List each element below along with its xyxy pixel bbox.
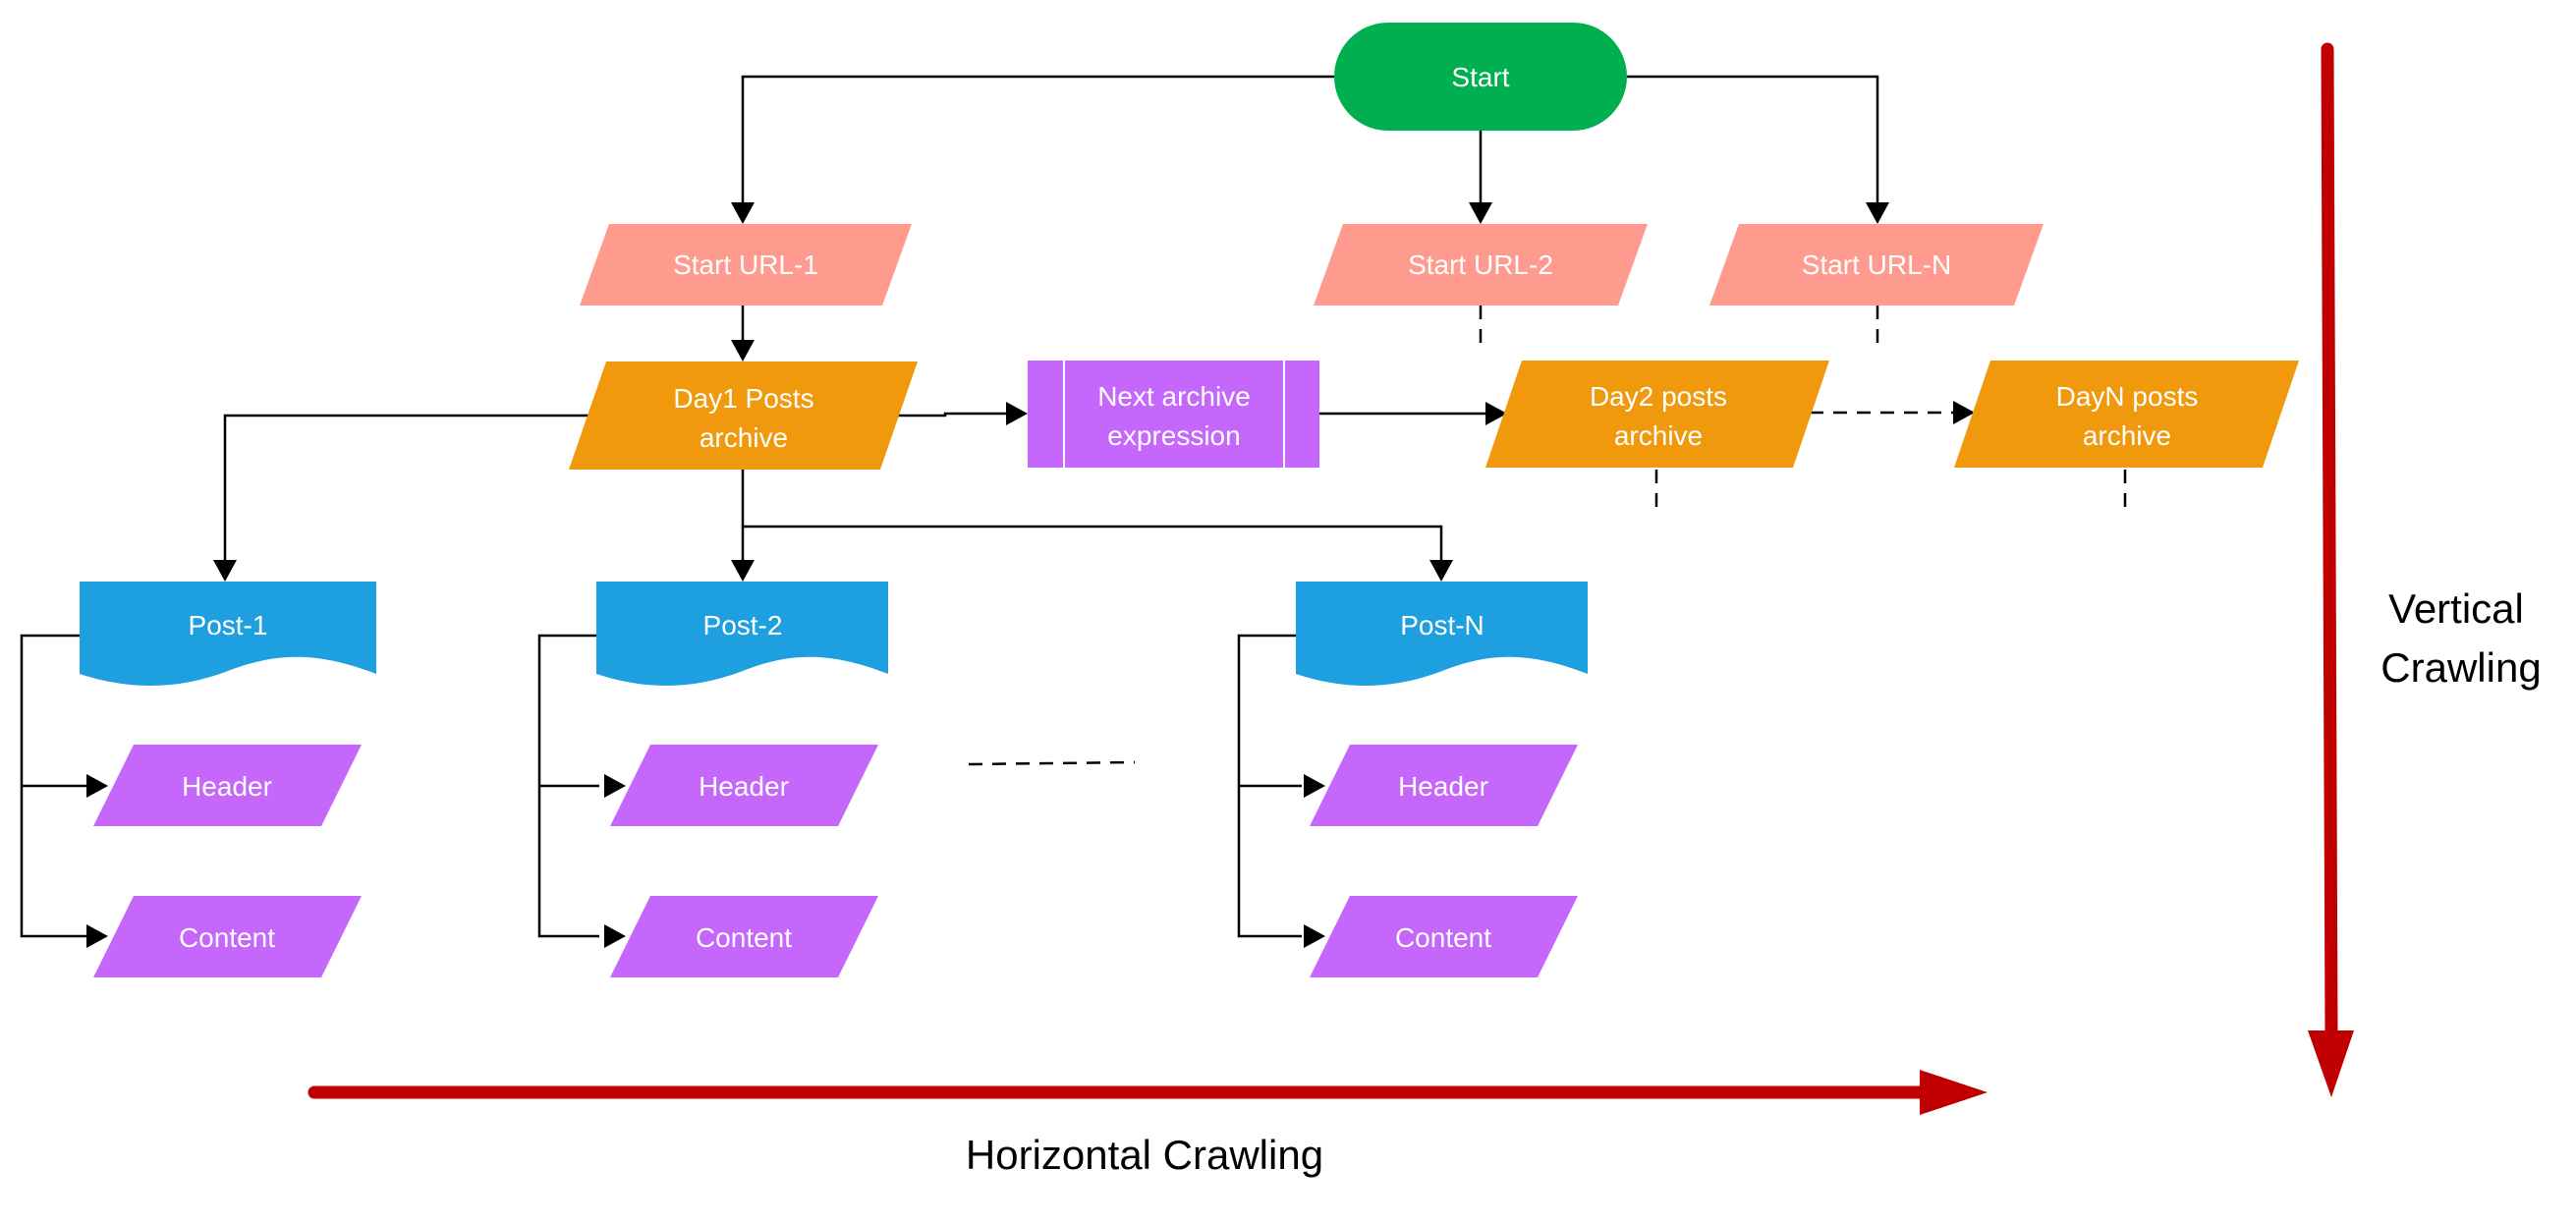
arrowhead-icon [1866,202,1889,224]
start-url-node-1[interactable]: Start URL-1 [580,224,912,306]
vertical-crawling-label-line2: Crawling [2380,644,2541,691]
content-label: Content [1395,922,1491,953]
vertical-arrowhead-icon [2308,1030,2354,1097]
vertical-crawling-label-line1: Vertical [2388,585,2524,632]
archive-label-line1: Day1 Posts [673,383,813,414]
next-archive-label-line1: Next archive [1097,381,1251,412]
archive-shape [569,362,918,470]
archive-shape [1954,361,2299,468]
start-node[interactable]: Start [1334,23,1627,131]
arrowhead-icon [1304,924,1325,948]
arrowhead-icon [86,924,108,948]
post-document-shape [596,582,888,687]
content-shape [610,896,878,977]
start-url-label: Start URL-N [1802,250,1951,280]
content-node-postn[interactable]: Content [1310,896,1578,977]
arrowhead-icon [731,560,755,582]
connectors [20,75,2127,948]
arrowhead-icon [213,560,237,582]
next-archive-node[interactable]: Next archive expression [1028,361,1319,468]
archive-label-line2: archive [700,422,788,453]
arrowhead-icon [86,774,108,798]
post-label: Post-N [1400,610,1484,640]
archive-node-day1[interactable]: Day1 Posts archive [569,362,918,470]
arrowhead-icon [731,340,755,362]
connector-day1-to-post1 [223,414,595,562]
archive-label-line2: archive [1614,420,1703,451]
header-shape [93,745,362,826]
header-label: Header [699,771,789,802]
arrowhead-icon [1953,401,1975,424]
content-shape [93,896,362,977]
header-node-post2[interactable]: Header [610,745,878,826]
start-url-shape [1314,224,1648,306]
arrowhead-icon [1006,402,1028,425]
horizontal-crawling-arrow [308,1070,1988,1115]
connector-day1-to-next [889,412,1008,417]
arrowhead-icon [1304,774,1325,798]
header-label: Header [1398,771,1488,802]
arrowhead-icon [604,924,626,948]
start-url-node-n[interactable]: Start URL-N [1709,224,2044,306]
arrowhead-icon [1469,202,1492,224]
post-label: Post-2 [703,610,783,640]
header-shape [1310,745,1578,826]
post-document-shape [1296,582,1588,687]
start-label: Start [1451,62,1509,92]
arrowhead-icon [1429,560,1453,582]
archive-label-line1: DayN posts [2056,381,2199,412]
archive-label-line1: Day2 posts [1590,381,1727,412]
ellipsis-separator [968,760,1136,766]
start-url-node-2[interactable]: Start URL-2 [1314,224,1648,306]
horizontal-arrowhead-icon [1920,1070,1988,1115]
post-label: Post-1 [189,610,268,640]
archive-shape [1485,361,1829,468]
vertical-arrow-shaft [2321,42,2338,1040]
content-shape [1310,896,1578,977]
connector-day1-to-postn [743,525,1443,562]
archive-node-day2[interactable]: Day2 posts archive [1485,361,1829,468]
next-archive-label-line2: expression [1107,420,1240,451]
content-node-post1[interactable]: Content [93,896,362,977]
post-node-n[interactable]: Post-N [1296,582,1588,687]
start-url-label: Start URL-1 [673,250,818,280]
vertical-crawling-arrow [2308,42,2354,1097]
arrowhead-icon [731,202,755,224]
header-node-postn[interactable]: Header [1310,745,1578,826]
start-terminator-shape [1334,23,1627,131]
archive-node-dayn[interactable]: DayN posts archive [1954,361,2299,468]
arrowhead-icon [1485,402,1507,425]
horizontal-crawling-label: Horizontal Crawling [966,1132,1323,1178]
content-node-post2[interactable]: Content [610,896,878,977]
next-archive-shape [1028,361,1319,468]
start-url-shape [1709,224,2044,306]
header-shape [610,745,878,826]
start-url-shape [580,224,912,306]
connector-start-to-url1 [741,75,1336,204]
arrowhead-icon [604,774,626,798]
post-node-2[interactable]: Post-2 [596,582,888,687]
content-label: Content [696,922,792,953]
archive-label-line2: archive [2083,420,2171,451]
post-document-shape [80,582,376,687]
content-label: Content [179,922,275,953]
header-node-post1[interactable]: Header [93,745,362,826]
start-url-label: Start URL-2 [1408,250,1553,280]
post-node-1[interactable]: Post-1 [80,582,376,687]
connector-start-to-urln [1625,75,1879,204]
header-label: Header [182,771,272,802]
